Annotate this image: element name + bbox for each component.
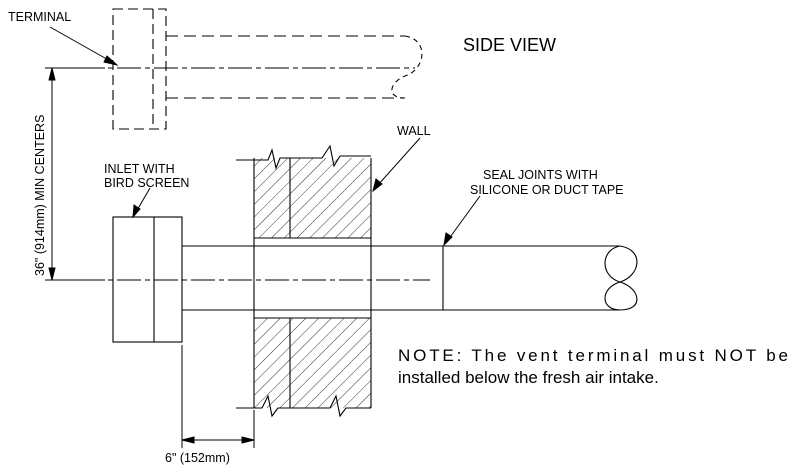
inlet-bird-screen — [112, 216, 183, 343]
wall-label: WALL — [397, 124, 431, 138]
inlet-label-line2: BIRD SCREEN — [104, 176, 189, 190]
horizontal-dimension — [181, 345, 255, 448]
note-line2: installed below the fresh air intake. — [398, 368, 659, 387]
upper-terminal — [80, 8, 423, 130]
seal-label-line2: SILICONE OR DUCT TAPE — [470, 183, 624, 197]
note-line1: NOTE: The vent terminal must NOT be — [398, 346, 788, 365]
lower-pipe — [182, 245, 638, 311]
inlet-label-line1: INLET WITH — [104, 162, 175, 176]
inlet-leader — [132, 187, 151, 219]
terminal-leader — [49, 26, 119, 66]
side-view-title: SIDE VIEW — [463, 35, 556, 55]
seal-label-line1: SEAL JOINTS WITH — [483, 168, 598, 182]
wall-leader — [372, 137, 421, 193]
terminal-label: TERMINAL — [8, 10, 71, 24]
horizontal-dimension-label: 6" (152mm) — [165, 451, 230, 465]
seal-leader — [443, 195, 481, 247]
vertical-dimension — [45, 67, 105, 281]
vertical-dimension-label: 36" (914mm) MIN CENTERS — [33, 115, 47, 276]
wall — [236, 144, 372, 418]
